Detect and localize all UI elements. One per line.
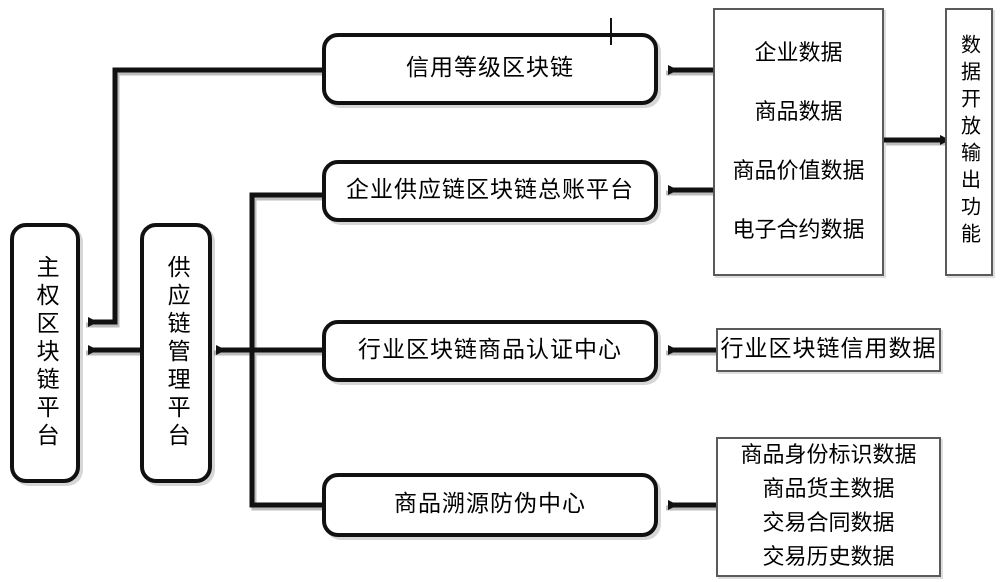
data-source-line: 商品价值数据	[732, 158, 865, 184]
data-source-line: 电子合约数据	[732, 217, 865, 243]
node-label: 企业供应链区块链总账平台	[346, 177, 634, 204]
node-enterprise-supply-chain-ledger-platform[interactable]: 企业供应链区块链总账平台	[322, 160, 658, 222]
node-product-traceability-anticounterfeit-center[interactable]: 商品溯源防伪中心	[322, 473, 658, 537]
node-industry-goods-certification-center[interactable]: 行业区块链商品认证中心	[322, 320, 658, 382]
node-label: 供应链管理平台	[163, 255, 190, 451]
data-source-line: 企业数据	[754, 40, 843, 66]
data-source-line: 商品数据	[754, 99, 843, 125]
node-label: 商品溯源防伪中心	[394, 491, 586, 518]
connector-line-ledger-trace-bus	[249, 192, 322, 508]
node-label: 行业区块链信用数据	[720, 336, 937, 363]
node-label: 主权区块链平台	[32, 255, 59, 451]
node-label: 行业区块链商品认证中心	[358, 337, 622, 364]
node-supply-chain-management-platform[interactable]: 供应链管理平台	[140, 223, 212, 483]
node-label: 数据开放输出功能	[957, 34, 982, 250]
node-top-data-source-list[interactable]: 企业数据 商品数据 商品价值数据 电子合约数据	[713, 8, 884, 276]
node-sovereign-blockchain-platform[interactable]: 主权区块链平台	[10, 223, 80, 483]
node-credit-rating-blockchain[interactable]: 信用等级区块链	[322, 33, 658, 105]
node-data-open-output-function[interactable]: 数据开放输出功能	[945, 8, 993, 276]
node-industry-blockchain-credit-data[interactable]: 行业区块链信用数据	[716, 328, 941, 372]
data-source-line: 交易合同数据	[762, 511, 895, 536]
node-label: 信用等级区块链	[406, 55, 574, 82]
data-source-line: 商品货主数据	[762, 477, 895, 502]
data-source-line: 商品身份标识数据	[740, 443, 917, 468]
tick-mark-icon	[610, 18, 612, 45]
data-source-line: 交易历史数据	[762, 545, 895, 570]
node-bottom-data-source-list[interactable]: 商品身份标识数据 商品货主数据 交易合同数据 交易历史数据	[716, 437, 941, 577]
